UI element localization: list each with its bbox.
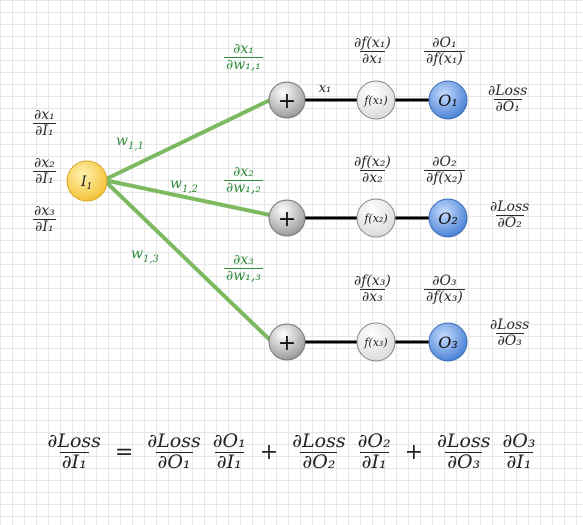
left-frac-1: ∂x₁∂I₁ (33, 107, 56, 139)
output-node-2 (428, 198, 468, 238)
activation-label-1: f(x₁) (363, 94, 387, 107)
activation-node-2 (356, 198, 396, 238)
edge-grad-frac-1: ∂x₁∂w₁,₁ (224, 41, 263, 73)
chain-rule-equation: ∂Loss∂I₁ = ∂Loss∂O₁ ∂O₁∂I₁ + ∂Loss∂O₂ ∂O… (0, 430, 583, 473)
edge-x1-label: x₁ (319, 81, 332, 96)
act-grad-frac-3: ∂f(x₃)∂x₃ (354, 273, 391, 305)
input-node-label: I1 (80, 174, 92, 192)
edge-grad-frac-2: ∂x₂∂w₁,₂ (224, 164, 263, 196)
left-frac-3: ∂x₃∂I₁ (33, 203, 56, 235)
weight-label-w12: w1,2 (170, 176, 198, 195)
out-grad-frac-3: ∂O₃∂f(x₃) (424, 273, 465, 305)
eq-plus-2: + (404, 439, 424, 465)
sum-node-3 (268, 323, 306, 361)
edge-grad-frac-3: ∂x₃∂w₁,₃ (224, 252, 263, 284)
eq-term3-b: ∂O₃∂I₁ (502, 430, 536, 473)
eq-term1-a: ∂Loss∂O₁ (147, 430, 201, 473)
output-node-1 (428, 80, 468, 120)
sum-symbol-3: + (278, 331, 296, 356)
edge-w13 (102, 178, 272, 342)
sum-node-2 (268, 199, 306, 237)
left-frac-2: ∂x₂∂I₁ (33, 155, 56, 187)
sum-symbol-2: + (278, 207, 296, 232)
output-label-2: O₂ (438, 209, 458, 228)
weight-label-w13: w1,3 (131, 246, 159, 265)
activation-label-2: f(x₂) (363, 212, 387, 225)
activation-node-3 (356, 322, 396, 362)
eq-term2-b: ∂O₂∂I₁ (357, 430, 391, 473)
out-grad-frac-1: ∂O₁∂f(x₁) (424, 35, 465, 67)
loss-frac-3: ∂Loss∂O₃ (490, 317, 530, 349)
output-label-1: O₁ (438, 91, 458, 110)
edge-w11 (103, 98, 271, 182)
output-label-3: O₃ (438, 333, 458, 352)
eq-term2-a: ∂Loss∂O₂ (292, 430, 346, 473)
activation-label-3: f(x₃) (363, 336, 387, 349)
eq-term3-a: ∂Loss∂O₃ (437, 430, 491, 473)
weight-label-w11: w1,1 (116, 133, 144, 152)
eq-lhs: ∂Loss∂I₁ (47, 430, 101, 473)
loss-frac-2: ∂Loss∂O₂ (490, 199, 530, 231)
eq-term1-b: ∂O₁∂I₁ (212, 430, 246, 473)
act-grad-frac-2: ∂f(x₂)∂x₂ (354, 154, 391, 186)
eq-equals: = (114, 439, 134, 465)
eq-plus-1: + (259, 439, 279, 465)
act-grad-frac-1: ∂f(x₁)∂x₁ (354, 35, 391, 67)
output-node-3 (428, 322, 468, 362)
sum-node-1 (268, 81, 306, 119)
edge-w12 (103, 178, 271, 217)
sum-symbol-1: + (278, 89, 296, 114)
loss-frac-1: ∂Loss∂O₁ (488, 83, 528, 115)
activation-node-1 (356, 80, 396, 120)
out-grad-frac-2: ∂O₂∂f(x₂) (424, 154, 465, 186)
input-node (66, 160, 108, 202)
